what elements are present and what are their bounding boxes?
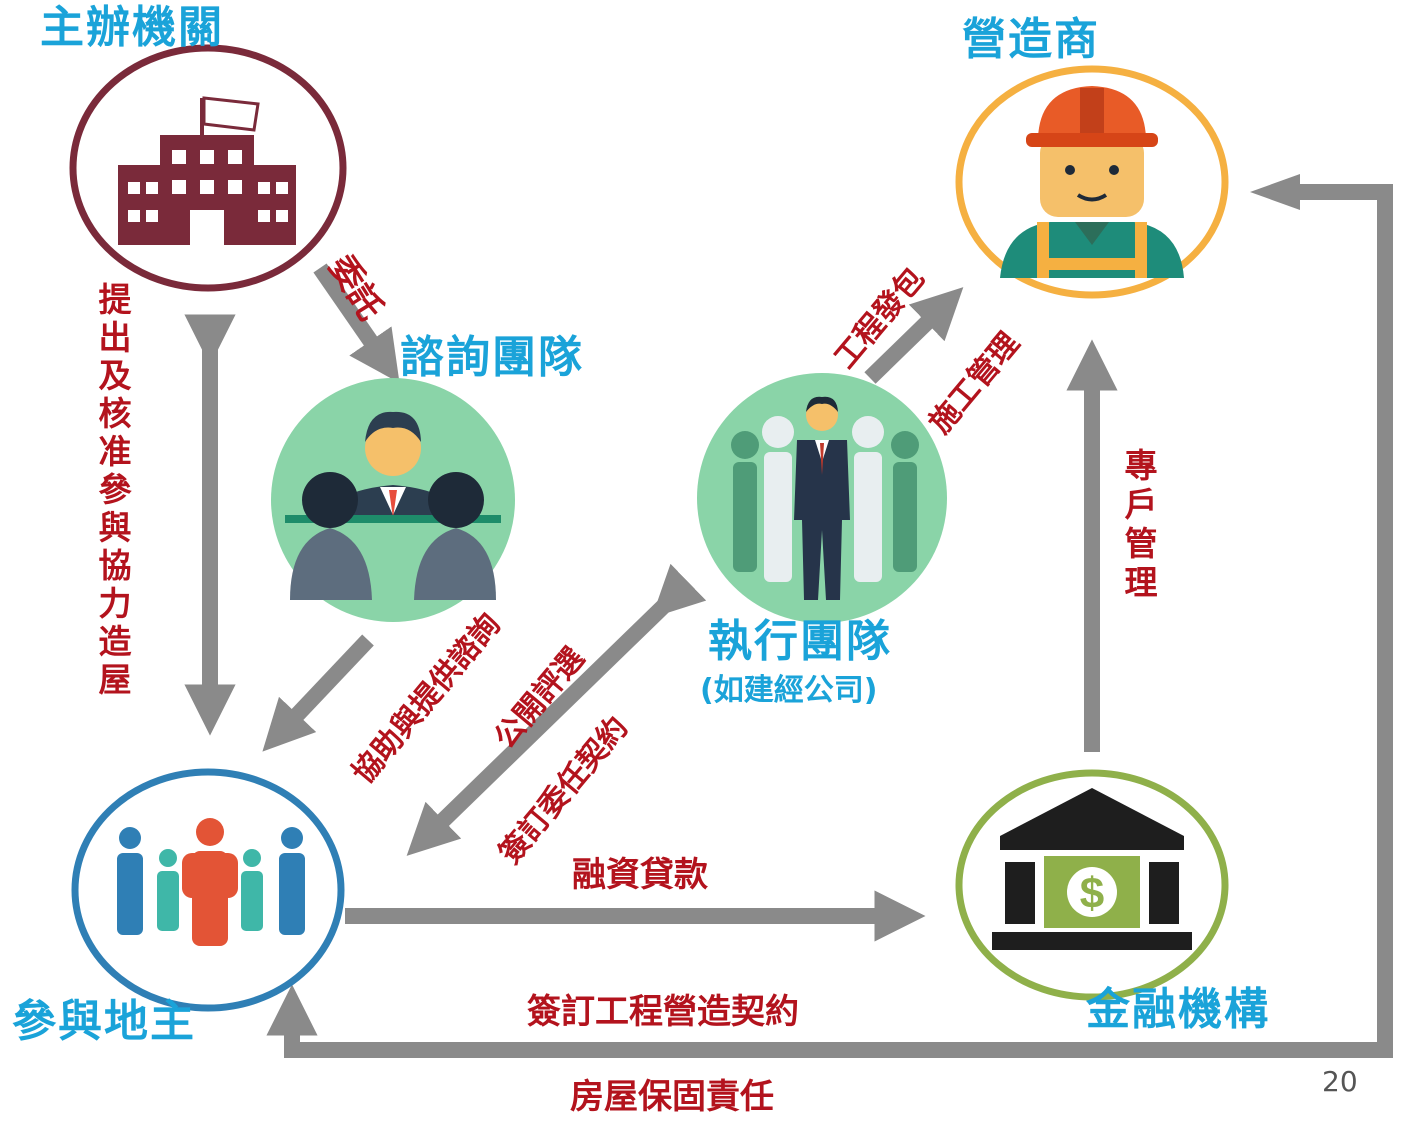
people-group-icon: [117, 818, 305, 946]
landowners-node: [71, 768, 345, 1012]
contractor-node: [955, 65, 1229, 299]
government-building-icon: [118, 96, 296, 245]
consultant-node: [271, 378, 515, 622]
executor-subtitle: (如建經公司): [700, 673, 878, 708]
consultant-title: 諮詢團隊: [400, 332, 584, 383]
executor-node: [697, 373, 947, 623]
arrow-entrust: [313, 263, 400, 384]
meeting-consultants-icon: [285, 411, 501, 600]
arrow-selection: [406, 563, 707, 856]
label-loan: 融資貸款: [572, 855, 708, 895]
executor-title: 執行團隊: [708, 616, 892, 667]
label-sign-construction: 簽訂工程營造契約: [527, 992, 799, 1032]
arrow-contract-out: [864, 287, 964, 384]
construction-worker-icon: [1000, 86, 1184, 278]
organizer-title: 主辦機關: [40, 2, 224, 53]
arrow-warranty-head: [1250, 174, 1300, 210]
page-number: 20: [1322, 1065, 1358, 1098]
label-warranty: 房屋保固責任: [570, 1077, 774, 1117]
svg-text:$: $: [1080, 869, 1104, 918]
label-propose-approve: 提出及核准參與協力造屋: [93, 282, 132, 700]
arrow-assist: [262, 634, 374, 752]
contractor-title: 營造商: [962, 14, 1100, 65]
arrow-warranty-loop: [266, 184, 1393, 1058]
business-team-icon: [731, 396, 919, 600]
bank-dollar-icon: $: [992, 788, 1192, 950]
landowners-title: 參與地主: [12, 996, 196, 1047]
bank-title: 金融機構: [1086, 984, 1270, 1035]
label-escrow: 專戶管理: [1119, 448, 1158, 604]
bank-node: $: [955, 769, 1229, 1001]
organizer-node: [69, 44, 347, 292]
